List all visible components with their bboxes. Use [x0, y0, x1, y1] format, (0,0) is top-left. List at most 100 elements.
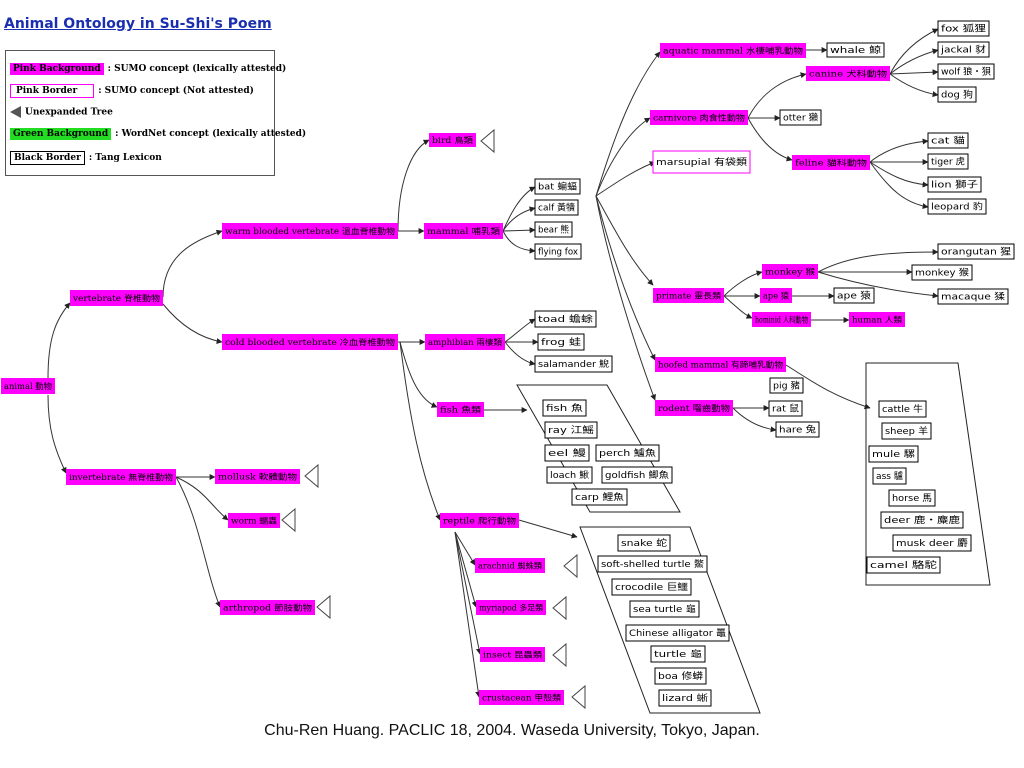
node-ray[interactable]: ray 江鰩 [544, 421, 598, 439]
node-arthropod[interactable]: arthropod 節肢動物 [220, 600, 315, 615]
node-box [66, 469, 176, 485]
node-amphibian[interactable]: amphibian 兩棲類 [425, 334, 505, 350]
node-carnivore[interactable]: carnivore 肉食性動物 [650, 110, 748, 125]
node-loach[interactable]: loach 鰍 [546, 466, 593, 484]
node-marsupial[interactable]: marsupial 有袋類 [652, 150, 751, 174]
node-orangutan[interactable]: orangutan 猩 [937, 243, 1015, 260]
node-macaque[interactable]: macaque 猱 [937, 288, 1009, 305]
node-boa[interactable]: boa 修蟒 [654, 667, 707, 685]
node-canine[interactable]: canine 犬科動物 [806, 66, 890, 81]
node-camel[interactable]: camel 駱駝 [866, 556, 941, 574]
node-goldfish[interactable]: goldfish 鯽魚 [601, 466, 673, 484]
node-rat[interactable]: rat 鼠 [768, 400, 803, 417]
unexpanded-tree-icon[interactable] [304, 463, 319, 489]
node-rodent[interactable]: rodent 囓齒動物 [655, 400, 733, 416]
node-cat[interactable]: cat 貓 [927, 132, 969, 149]
node-reptile[interactable]: reptile 爬行動物 [440, 513, 519, 528]
unexpanded-tree-icon[interactable] [316, 594, 331, 620]
node-softturtle[interactable]: soft-shelled turtle 鱉 [597, 555, 708, 573]
unexpanded-tree-icon[interactable] [552, 595, 567, 621]
node-jackal[interactable]: jackal 豺 [937, 41, 990, 58]
edge [869, 161, 929, 210]
node-animal[interactable]: animal 動物 [1, 378, 55, 394]
node-ape[interactable]: ape 猿 [833, 287, 875, 304]
node-vertebrate[interactable]: vertebrate 脊椎動物 [70, 290, 163, 306]
node-arachnid[interactable]: arachnid 蜘蛛類 [475, 558, 545, 573]
node-mammal[interactable]: mammal 哺乳類 [424, 223, 503, 239]
node-box [806, 66, 890, 81]
node-horse[interactable]: horse 馬 [888, 489, 936, 507]
node-invertebrate[interactable]: invertebrate 無脊椎動物 [66, 469, 176, 485]
node-fish_cls[interactable]: fish 魚類 [437, 402, 484, 417]
legend-row-pink-background: Pink Background: SUMO concept (lexically… [10, 63, 286, 75]
node-label: whale 鯨 [830, 44, 881, 56]
node-flyingfox[interactable]: flying fox [534, 243, 582, 260]
node-salamander[interactable]: salamander 鯢 [534, 355, 613, 373]
node-ape_cls[interactable]: ape 猿 [760, 288, 792, 303]
node-sheep[interactable]: sheep 羊 [881, 422, 932, 440]
node-warm[interactable]: warm blooded vertebrate 溫血脊椎動物 [222, 223, 398, 239]
node-crocodile[interactable]: crocodile 巨鱷 [611, 578, 692, 596]
node-label: crustacean 甲殼類 [482, 693, 561, 703]
node-tiger[interactable]: tiger 虎 [927, 153, 969, 170]
node-whale[interactable]: whale 鯨 [826, 42, 885, 58]
node-perch[interactable]: perch 鱸魚 [595, 444, 660, 462]
node-pig[interactable]: pig 豬 [769, 377, 804, 394]
node-worm[interactable]: worm 蠕蟲 [228, 513, 280, 528]
unexpanded-tree-icon[interactable] [571, 684, 586, 710]
node-hominid[interactable]: hominid 人科動物 [752, 312, 811, 327]
node-ass[interactable]: ass 驢 [872, 467, 907, 485]
node-cold[interactable]: cold blooded vertebrate 冷血脊椎動物 [222, 334, 398, 350]
node-label: bear 熊 [538, 224, 569, 236]
node-aquatic[interactable]: aquatic mammal 水棲哺乳動物 [660, 43, 806, 58]
node-feline[interactable]: feline 貓科動物 [792, 155, 870, 170]
node-frog[interactable]: frog 蛙 [537, 333, 585, 351]
hoofed-group-frame [865, 362, 991, 586]
node-snake[interactable]: snake 蛇 [617, 534, 671, 552]
node-cattle[interactable]: cattle 牛 [878, 400, 927, 418]
node-insect[interactable]: insect 昆蟲類 [480, 647, 545, 662]
node-bat[interactable]: bat 蝙蝠 [534, 178, 581, 195]
node-otter[interactable]: otter 獺 [779, 109, 822, 126]
node-lizard[interactable]: lizard 蜥 [658, 689, 712, 707]
unexpanded-tree-icon[interactable] [563, 553, 578, 579]
node-lion[interactable]: lion 獅子 [927, 176, 982, 193]
node-wolf[interactable]: wolf 狼・狽 [937, 63, 995, 80]
node-box [892, 534, 972, 552]
node-label: frog 蛙 [541, 336, 581, 348]
node-turtle[interactable]: turtle 龜 [650, 645, 706, 663]
node-myriapod[interactable]: myriapod 多足類 [476, 600, 546, 615]
node-deer[interactable]: deer 鹿・麋鹿 [880, 511, 964, 529]
node-fox[interactable]: fox 狐狸 [937, 20, 990, 37]
node-monkey[interactable]: monkey 猴 [911, 264, 973, 281]
node-toad[interactable]: toad 蟾蜍 [534, 310, 597, 328]
node-label: feline 貓科動物 [795, 158, 867, 168]
node-hare[interactable]: hare 兔 [775, 421, 820, 438]
edge [175, 476, 229, 521]
node-mule[interactable]: mule 騾 [868, 445, 919, 463]
unexpanded-tree-icon[interactable] [281, 507, 296, 533]
node-eel[interactable]: eel 鰻 [544, 444, 590, 462]
node-human[interactable]: human 人類 [849, 312, 905, 327]
node-dog[interactable]: dog 狗 [937, 86, 977, 103]
node-mollusk[interactable]: mollusk 軟體動物 [215, 469, 300, 484]
node-label: mule 騾 [872, 449, 915, 460]
node-alligator[interactable]: Chinese alligator 鼉 [625, 624, 730, 642]
node-hoofed[interactable]: hoofed mammal 有蹄哺乳動物 [655, 357, 786, 372]
node-calf[interactable]: calf 黃犢 [534, 199, 579, 216]
node-fish[interactable]: fish 魚 [542, 399, 587, 417]
node-muskdeer[interactable]: musk deer 麝 [892, 534, 972, 552]
unexpanded-tree-icon[interactable] [480, 128, 495, 154]
unexpanded-tree-icon[interactable] [552, 642, 567, 668]
node-seaturtle[interactable]: sea turtle 龜 [629, 600, 700, 618]
node-label: arachnid 蜘蛛類 [478, 561, 542, 571]
node-bird[interactable]: bird 鳥類 [429, 133, 476, 147]
node-leopard[interactable]: leopard 豹 [927, 198, 987, 215]
node-bear[interactable]: bear 熊 [534, 221, 573, 238]
node-monkey_cls[interactable]: monkey 猴 [762, 264, 818, 279]
node-primate[interactable]: primate 靈長類 [653, 288, 724, 303]
legend-text: : WordNet concept (lexically attested) [115, 129, 307, 139]
edge [869, 161, 929, 188]
node-crustacean[interactable]: crustacean 甲殼類 [479, 690, 564, 705]
node-carp[interactable]: carp 鯉魚 [571, 488, 628, 506]
